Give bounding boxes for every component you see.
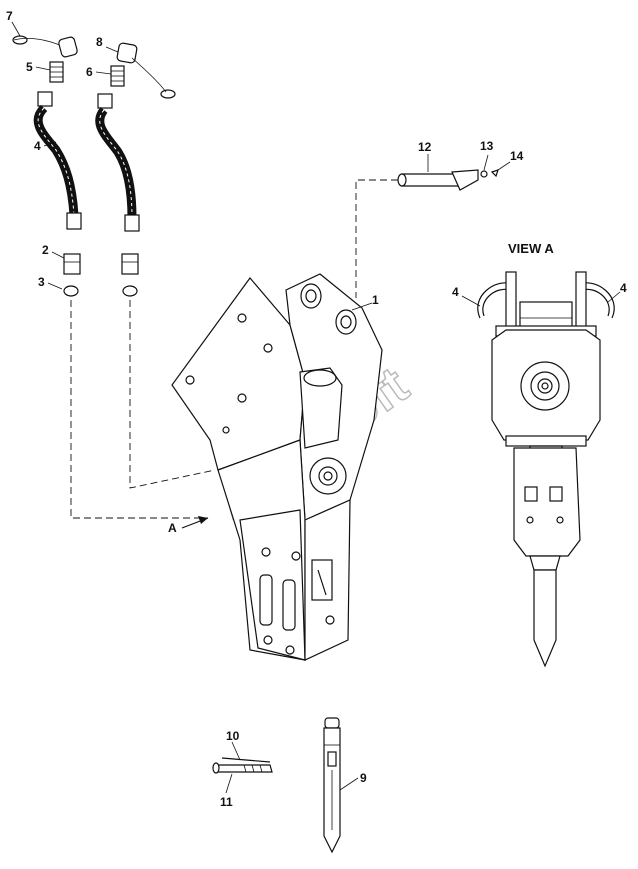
callout-3: 3 [38, 275, 45, 289]
callout-5: 5 [26, 60, 33, 74]
callout-labels: 7 8 5 6 4 2 3 1 12 13 14 VIEW A 4 4 A 10… [6, 9, 627, 809]
callout-7: 7 [6, 9, 13, 23]
hose-assembly-left [12, 35, 208, 519]
hose-assembly-right [95, 42, 216, 489]
retainer-pin-assembly [212, 757, 273, 774]
view-a-arrow [181, 516, 209, 529]
callout-10: 10 [226, 729, 240, 743]
callout-4-view-left: 4 [452, 285, 459, 299]
callout-2: 2 [42, 243, 49, 257]
callout-12: 12 [418, 140, 432, 154]
retaining-pin-assembly [355, 169, 499, 298]
callout-6: 6 [86, 65, 93, 79]
callout-1: 1 [372, 293, 379, 307]
callout-8: 8 [96, 35, 103, 49]
callout-a: A [168, 521, 177, 535]
view-a-title: VIEW A [508, 241, 554, 256]
callout-14: 14 [510, 149, 524, 163]
callout-4-view-right: 4 [620, 281, 627, 295]
callout-4-left: 4 [34, 139, 41, 153]
callout-13: 13 [480, 139, 494, 153]
view-a-drawing [477, 271, 615, 668]
callout-9: 9 [360, 771, 367, 785]
leader-lines [11, 21, 621, 794]
breaker-body [171, 273, 383, 661]
callout-11: 11 [220, 795, 233, 809]
chisel-tool [323, 717, 341, 854]
